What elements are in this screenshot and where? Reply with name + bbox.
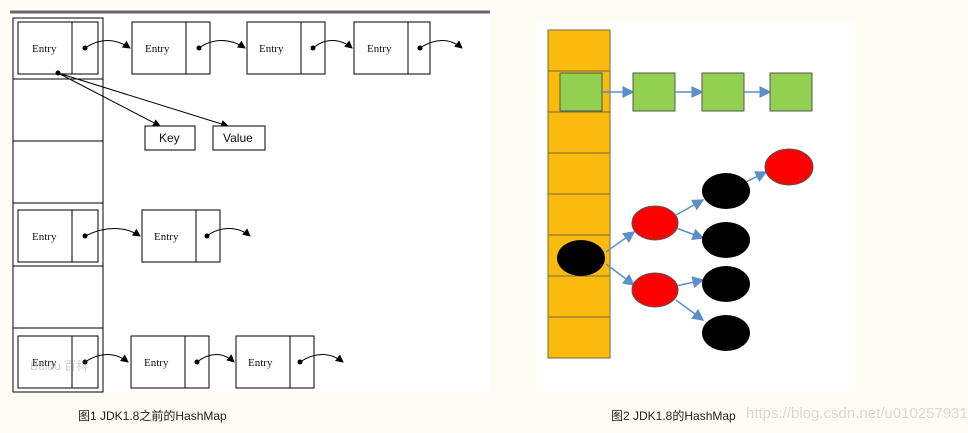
entry-node: Entry (353, 21, 431, 75)
entry-node: Entry (246, 21, 326, 75)
entry-node: Entry (130, 335, 210, 389)
csdn-watermark: https://blog.csdn.net/u010257931 (746, 405, 968, 422)
tree-node-black (702, 173, 750, 209)
entry-label: Entry (144, 357, 169, 369)
figure-2-caption: 图2 JDK1.8的HashMap (611, 409, 736, 423)
list-node (769, 72, 813, 112)
entry-label: Entry (32, 43, 57, 55)
list-node (632, 72, 676, 112)
tree-node-red (764, 148, 814, 186)
figure-1-hashmap-before-jdk18: Entry Entry Entry Entry Key Value Entry (10, 8, 490, 393)
tree-node-black (702, 315, 750, 351)
tree-node-red (631, 272, 679, 308)
tree-node-red (631, 205, 679, 241)
entry-label: Entry (32, 231, 57, 243)
bucket-array (12, 17, 104, 393)
list-node (701, 72, 745, 112)
entry-label: Entry (32, 357, 57, 369)
value-label: Value (223, 131, 253, 145)
list-node (559, 72, 603, 112)
key-label: Key (159, 131, 180, 145)
entry-label: Entry (259, 43, 284, 55)
baidu-logo-watermark: Baidu 百科 (30, 359, 89, 373)
entry-node: Entry (17, 21, 99, 75)
value-box: Value (212, 125, 266, 151)
entry-label: Entry (145, 43, 170, 55)
key-box: Key (144, 125, 196, 151)
entry-node: Entry (17, 209, 99, 263)
figure-2-hashmap-jdk18 (536, 20, 856, 392)
figure-1-caption: 图1 JDK1.8之前的HashMap (78, 409, 227, 423)
entry-label: Entry (154, 231, 179, 243)
entry-node: Entry (131, 21, 211, 75)
entry-label: Entry (248, 357, 273, 369)
entry-node: Entry (235, 335, 315, 389)
entry-node: Entry (141, 209, 221, 263)
entry-label: Entry (367, 43, 392, 55)
tree-node-black (702, 222, 750, 258)
tree-node-black (702, 266, 750, 302)
tree-node-black (557, 240, 605, 276)
entry-node: Entry (17, 335, 99, 389)
